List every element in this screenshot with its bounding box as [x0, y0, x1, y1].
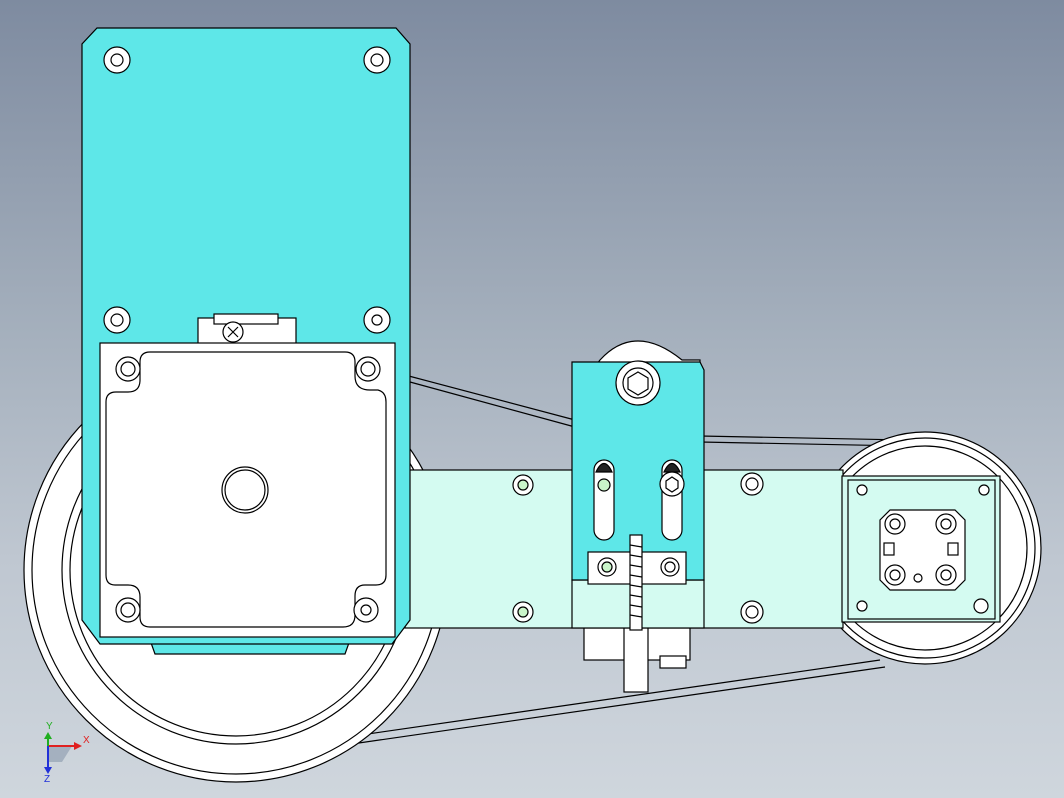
belt-tensioner-bracket[interactable] [571, 360, 705, 693]
y-axis-label: Y [46, 721, 53, 732]
axis-triad: X Y Z [34, 722, 104, 788]
end-effector-flange[interactable] [841, 475, 1001, 623]
z-axis-label: Z [44, 774, 51, 785]
tensioner-screw[interactable] [623, 627, 649, 693]
stepper-motor[interactable] [99, 342, 396, 638]
coordinate-axes-icon [44, 732, 82, 774]
timing-belt[interactable] [339, 374, 906, 746]
x-axis-label: X [83, 735, 90, 746]
